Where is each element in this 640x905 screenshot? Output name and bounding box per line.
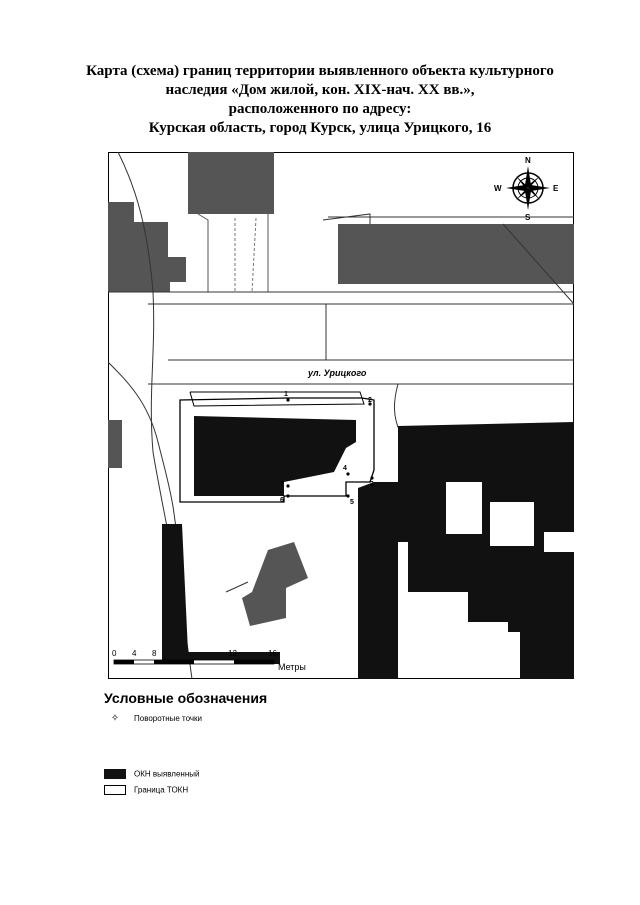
point-7-label: 7	[280, 481, 284, 488]
scale-tick-4: 4	[132, 649, 137, 658]
building-top-right	[338, 224, 574, 284]
parcel-line	[322, 213, 371, 224]
scale-tick-0: 0	[112, 649, 117, 658]
point-4-marker	[346, 472, 350, 476]
compass-n: N	[525, 156, 531, 165]
title-line-4: Курская область, город Курск, улица Уриц…	[148, 120, 492, 136]
courtyard	[446, 482, 482, 534]
parcel-divider-2	[251, 217, 257, 293]
boundary-swatch	[104, 785, 126, 795]
map-title: Карта (схема) границ территории выявленн…	[60, 62, 580, 138]
scale-unit: Метры	[278, 662, 306, 672]
building-top-left-2	[134, 222, 186, 292]
point-2-label: 2	[368, 397, 372, 404]
courtyard-line	[225, 581, 249, 593]
point-3-label: 3	[370, 481, 374, 488]
building-left-small	[108, 420, 122, 468]
legend-item-boundary: Граница ТОКН	[104, 785, 188, 795]
compass-s: S	[525, 213, 531, 222]
legend-title: Условные обозначения	[104, 690, 268, 706]
building-top-center	[188, 152, 274, 214]
scale-tick-16: 16	[268, 649, 277, 658]
compass-e: E	[553, 184, 559, 193]
point-5-marker	[346, 494, 350, 498]
diagonal-line	[502, 223, 574, 305]
courtyard-2	[490, 502, 534, 546]
title-line-2: наследия «Дом жилой, кон. XIX-нач. XX вв…	[165, 82, 475, 98]
building-left-lower	[162, 524, 188, 662]
title-line-3: расположенного по адресу:	[228, 101, 412, 117]
scale-bar: 0 4 8 12 16 Метры	[112, 649, 306, 672]
street-label: ул. Урицкого	[307, 368, 367, 378]
okn-swatch	[104, 769, 126, 779]
tokn-boundary	[179, 397, 375, 503]
point-1-label: 1	[284, 391, 288, 398]
point-3-marker	[370, 476, 374, 480]
compass-icon: N S E W	[494, 156, 559, 222]
compass-w: W	[494, 184, 502, 193]
turning-point-icon: ✧	[110, 713, 120, 724]
building-courtyard	[242, 542, 308, 626]
point-6-marker	[286, 494, 290, 498]
point-4-label: 4	[343, 465, 347, 472]
courtyard-3	[544, 532, 574, 552]
point-1-marker	[286, 398, 290, 402]
building-right-large	[376, 422, 574, 679]
building-annex	[358, 620, 396, 650]
cadastral-map: ул. Урицкого 1 2 3 4 5 6 7	[108, 152, 574, 679]
building-top-left	[108, 202, 134, 292]
okn-building	[194, 416, 356, 496]
legend-item-okn: ОКН выявленный	[104, 769, 199, 779]
title-line-1: Карта (схема) границ территории выявленн…	[86, 63, 554, 79]
point-5-label: 5	[350, 499, 354, 506]
point-2-marker	[368, 402, 372, 406]
tokn-boundary-inner	[189, 391, 365, 407]
point-7-marker	[286, 484, 290, 488]
scale-tick-12: 12	[228, 649, 237, 658]
point-6-label: 6	[280, 497, 284, 504]
scale-tick-8: 8	[152, 649, 157, 658]
legend-item-points: ✧Поворотные точки	[104, 713, 202, 724]
turning-points: 1 2 3 4 5 6 7	[280, 391, 374, 506]
